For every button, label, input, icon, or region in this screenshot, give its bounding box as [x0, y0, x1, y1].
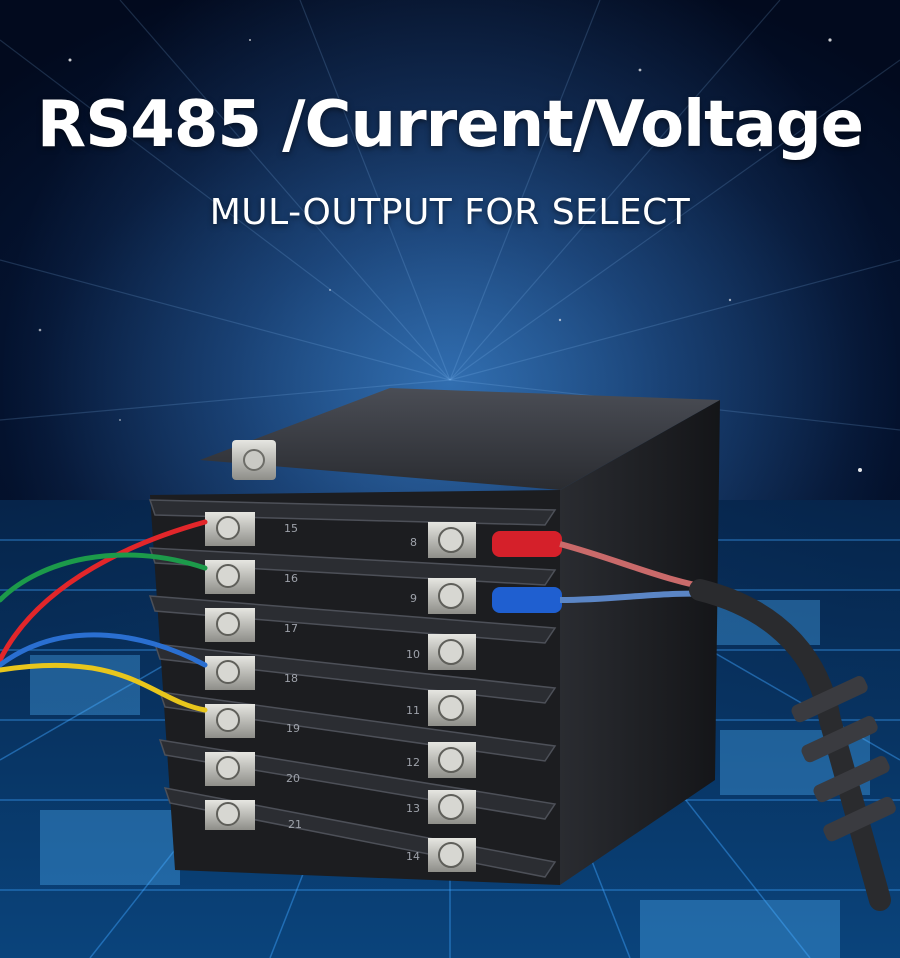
signal-wires [0, 519, 208, 713]
terminal-number: 20 [286, 772, 300, 785]
blue-wire [0, 632, 208, 668]
headline-subtitle: MUL-OUTPUT FOR SELECT [209, 192, 691, 233]
terminal-number: 13 [406, 802, 420, 815]
bracket-screw-icon [243, 449, 265, 471]
stars [38, 38, 862, 472]
red-wire [0, 519, 208, 663]
terminal-number: 21 [288, 818, 302, 831]
terminal-number: 17 [284, 622, 298, 635]
terminal-number: 8 [410, 536, 417, 549]
terminal-number: 9 [410, 592, 417, 605]
terminal-number: 16 [284, 572, 298, 585]
blue-crimp-connector [492, 587, 562, 613]
terminal-number: 11 [406, 704, 420, 717]
right-terminal-column [428, 522, 476, 872]
right-terminal-labels: 8 9 10 11 12 13 14 [406, 536, 420, 863]
output-connectors [492, 531, 896, 911]
terminal-number: 18 [284, 672, 298, 685]
output-cable [689, 579, 891, 911]
cable-strain-relief [791, 676, 896, 842]
headline-title: RS485 /Current/Voltage [36, 88, 864, 162]
green-wire [0, 552, 208, 603]
left-terminal-column [205, 512, 255, 830]
terminal-number: 15 [284, 522, 298, 535]
terminal-number: 14 [406, 850, 420, 863]
red-crimp-connector [492, 531, 562, 557]
terminal-number: 12 [406, 756, 420, 769]
housing-top [200, 388, 720, 490]
terminal-number: 10 [406, 648, 420, 661]
left-terminal-labels: 15 16 17 18 19 20 21 [284, 522, 302, 831]
terminal-number: 19 [286, 722, 300, 735]
yellow-wire [0, 662, 208, 713]
housing-side [560, 400, 720, 885]
